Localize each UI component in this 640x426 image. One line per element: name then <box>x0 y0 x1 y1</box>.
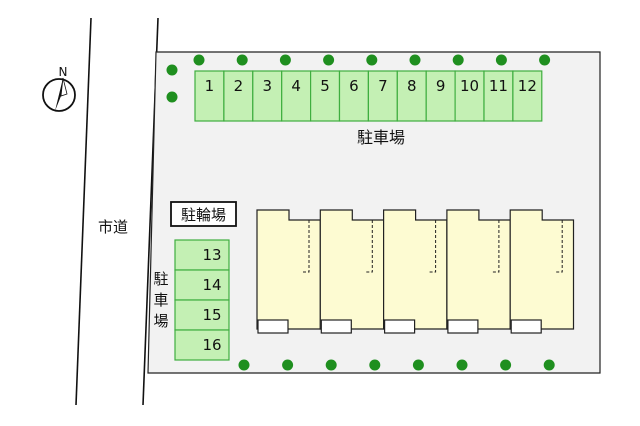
parking-space-10 <box>454 70 485 122</box>
main-parking-label: 駐車場 <box>357 128 405 147</box>
compass: N <box>42 65 76 112</box>
unit-dashed-line <box>301 220 310 273</box>
unit-dashed-line <box>554 220 563 273</box>
tree <box>500 359 512 371</box>
compass-needle-dark <box>55 78 63 111</box>
parking-space-5 <box>310 70 341 122</box>
building-unit <box>319 209 385 334</box>
building-units <box>256 209 575 334</box>
side-parking-label-char: 車 <box>153 291 168 309</box>
tree <box>369 359 381 371</box>
unit-dashed-line <box>427 220 437 273</box>
tree <box>409 54 421 66</box>
parking-space-12 <box>512 70 543 122</box>
unit-dashed-line <box>490 220 500 273</box>
parking-space-number: 12 <box>518 77 537 95</box>
parking-space-3 <box>252 70 283 122</box>
side-parking-label-char: 駐 <box>153 270 168 288</box>
parking-space-7 <box>367 70 398 122</box>
unit-dashed-line <box>364 220 373 273</box>
unit-outline <box>383 209 448 330</box>
building-unit <box>383 209 448 334</box>
parking-space-13 <box>174 239 230 271</box>
tree <box>323 54 335 66</box>
parking-space-16 <box>174 329 230 361</box>
side-parking-label: 駐車場 <box>153 270 168 330</box>
unit-outline <box>319 209 385 330</box>
tree <box>495 54 507 66</box>
side-parking-label-char: 場 <box>153 312 168 330</box>
tree <box>279 54 291 66</box>
road-edge-left <box>75 17 92 406</box>
parking-space-2 <box>223 70 254 122</box>
parking-space-number: 3 <box>262 77 272 95</box>
parking-space-number: 11 <box>489 77 508 95</box>
tree <box>456 359 468 371</box>
unit-entrance <box>320 319 352 334</box>
unit-entrance <box>510 319 542 334</box>
parking-space-number: 7 <box>378 77 388 95</box>
building-unit <box>256 209 321 334</box>
parking-space-number: 5 <box>320 77 330 95</box>
compass-north-label: N <box>59 65 68 79</box>
compass-needle-light <box>60 77 68 97</box>
bicycle-parking-label: 駐輪場 <box>181 206 226 224</box>
tree <box>412 359 424 371</box>
unit-entrance <box>384 319 416 334</box>
tree <box>166 91 178 103</box>
parking-space-number: 14 <box>202 276 221 294</box>
parking-space-number: 2 <box>234 77 244 95</box>
parking-space-number: 8 <box>407 77 417 95</box>
unit-outline <box>446 209 511 330</box>
tree <box>282 359 294 371</box>
tree <box>238 359 250 371</box>
parking-space-number: 10 <box>460 77 479 95</box>
parking-space-number: 1 <box>205 77 215 95</box>
tree <box>325 359 337 371</box>
tree <box>236 54 248 66</box>
unit-entrance <box>257 319 289 334</box>
tree <box>539 54 551 66</box>
tree <box>166 64 178 76</box>
parking-space-6 <box>338 70 369 122</box>
parking-space-4 <box>281 70 312 122</box>
tree <box>452 54 464 66</box>
unit-outline <box>509 209 575 330</box>
parking-space-9 <box>425 70 456 122</box>
trees <box>166 54 555 371</box>
tree <box>543 359 555 371</box>
building-unit <box>446 209 511 334</box>
tree <box>366 54 378 66</box>
parking-space-number: 6 <box>349 77 359 95</box>
tree <box>193 54 205 66</box>
parking-space-8 <box>396 70 427 122</box>
building-unit <box>509 209 575 334</box>
road-label: 市道 <box>98 218 128 236</box>
parking-space-number: 16 <box>202 336 221 354</box>
unit-entrance <box>447 319 479 334</box>
side-parking-spaces: 13 14 15 16 <box>174 239 230 361</box>
parking-space-number: 9 <box>436 77 446 95</box>
parking-space-11 <box>483 70 514 122</box>
parking-space-number: 13 <box>202 246 221 264</box>
bicycle-parking-box <box>170 201 237 227</box>
parking-space-14 <box>174 269 230 301</box>
parking-space-number: 15 <box>202 306 221 324</box>
parking-space-number: 4 <box>291 77 301 95</box>
unit-outline <box>256 209 321 330</box>
